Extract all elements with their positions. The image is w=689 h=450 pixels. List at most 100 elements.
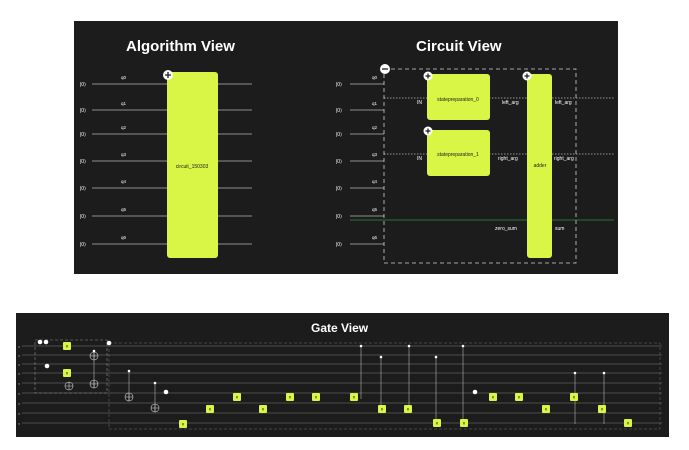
circuit-view-title: Circuit View <box>416 38 502 55</box>
gate-box[interactable] <box>515 393 523 401</box>
wire-label: q2 <box>372 125 378 130</box>
qubit-label: |0⟩ <box>80 132 86 138</box>
gate-label: R <box>262 408 265 412</box>
statepreparation-1-block[interactable] <box>427 130 490 176</box>
control-dot <box>573 371 577 375</box>
top-diagram: |0⟩q0|0⟩q1|0⟩q2|0⟩q3|0⟩q4|0⟩q5|0⟩q6 circ… <box>80 64 614 264</box>
statepreparation-0-block[interactable] <box>427 74 490 120</box>
port-label-right-arg-out: right_arg <box>554 156 574 162</box>
wire-label: q5 <box>372 207 378 212</box>
gate-box[interactable] <box>259 405 267 413</box>
statepreparation-0-label: statepreparation_0 <box>437 97 479 103</box>
gate-wire-label: q <box>18 345 20 349</box>
adder-label: adder <box>534 163 547 169</box>
qubit-label: |0⟩ <box>336 242 342 248</box>
gate-box[interactable] <box>489 393 497 401</box>
wire-label: q0 <box>372 75 378 80</box>
gate-box[interactable] <box>350 393 358 401</box>
gate-label: R <box>463 422 466 426</box>
plus-icon[interactable] <box>522 71 532 81</box>
qubit-label: |0⟩ <box>336 214 342 220</box>
minus-icon[interactable] <box>380 64 390 74</box>
gate-wire-label: q <box>18 363 20 367</box>
qubit-label: |0⟩ <box>80 159 86 165</box>
gate-label: R <box>353 396 356 400</box>
qubit-label: |0⟩ <box>80 242 86 248</box>
gate-label: R <box>407 408 410 412</box>
gate-box[interactable] <box>570 393 578 401</box>
gate-dashed-boundary <box>34 339 108 394</box>
plus-icon[interactable] <box>163 70 173 80</box>
qubit-label: |0⟩ <box>336 132 342 138</box>
wire-label: q4 <box>372 179 378 184</box>
gate-box[interactable] <box>312 393 320 401</box>
gate-box[interactable] <box>598 405 606 413</box>
qubit-label: |0⟩ <box>336 108 342 114</box>
gate-label: R <box>182 423 185 427</box>
gate-box[interactable] <box>624 419 632 427</box>
gate-wire-label: q <box>18 354 20 358</box>
gate-label: R <box>601 408 604 412</box>
gate-box[interactable] <box>378 405 386 413</box>
control-dot <box>472 389 478 395</box>
wire-label: q5 <box>121 207 127 212</box>
gate-box[interactable] <box>404 405 412 413</box>
gate-label: R <box>573 396 576 400</box>
gate-label: R <box>545 408 548 412</box>
gate-box[interactable] <box>179 420 187 428</box>
gate-label: R <box>492 396 495 400</box>
gate-wire-label: q <box>18 412 20 416</box>
circuit-wires: |0⟩q0|0⟩q1|0⟩q2|0⟩q3|0⟩q4|0⟩q5|0⟩q6 <box>336 75 614 248</box>
port-label-zero-sum: zero_sum <box>495 226 517 232</box>
qubit-label: |0⟩ <box>336 159 342 165</box>
gate-label: R <box>381 408 384 412</box>
cnot-target-cross <box>65 382 73 390</box>
qubit-label: |0⟩ <box>336 186 342 192</box>
port-label-in-0: IN <box>417 100 422 106</box>
top-panel: Algorithm View Circuit View |0⟩ q0 |0⟩ q1 |0… <box>74 21 618 274</box>
wire-label: q1 <box>121 101 127 106</box>
control-dot <box>407 344 411 348</box>
plus-icon[interactable] <box>423 71 433 81</box>
control-dot <box>602 371 606 375</box>
wire-label: q4 <box>121 179 127 184</box>
wire-label: q1 <box>372 101 378 106</box>
gate-box[interactable] <box>460 419 468 427</box>
control-dot <box>461 344 465 348</box>
gate-box[interactable] <box>206 405 214 413</box>
circuit-dashed-boundary <box>383 68 577 264</box>
control-dot <box>43 339 49 345</box>
gate-box[interactable] <box>233 393 241 401</box>
port-label-left-arg: left_arg <box>502 100 519 106</box>
gate-box[interactable] <box>542 405 550 413</box>
control-dot <box>37 339 43 345</box>
gate-wire-label: q <box>18 382 20 386</box>
port-label-right-arg: right_arg <box>498 156 518 162</box>
gate-label: R <box>236 396 239 400</box>
gate-wire-label: q <box>18 372 20 376</box>
algorithm-wires: |0⟩q0|0⟩q1|0⟩q2|0⟩q3|0⟩q4|0⟩q5|0⟩q6 <box>80 75 252 248</box>
wire-label: q6 <box>372 235 378 240</box>
qubit-label: |0⟩ <box>336 82 342 88</box>
algorithm-block[interactable] <box>167 72 218 258</box>
wire-label: q6 <box>121 235 127 240</box>
control-dot <box>163 389 169 395</box>
gate-box[interactable] <box>433 419 441 427</box>
port-label-sum: sum <box>555 226 564 232</box>
gate-box[interactable] <box>286 393 294 401</box>
gate-box[interactable] <box>63 369 71 377</box>
adder-block[interactable] <box>527 74 552 258</box>
algorithm-view-title: Algorithm View <box>126 38 235 55</box>
control-dot <box>92 349 96 353</box>
control-dot <box>106 340 112 346</box>
plus-icon[interactable] <box>423 126 433 136</box>
control-dot <box>434 355 438 359</box>
gate-label: R <box>436 422 439 426</box>
algorithm-block-label: circuit_150303 <box>176 164 209 170</box>
gate-label: R <box>289 396 292 400</box>
gate-box[interactable] <box>63 342 71 350</box>
qubit-label: |0⟩ <box>80 214 86 220</box>
